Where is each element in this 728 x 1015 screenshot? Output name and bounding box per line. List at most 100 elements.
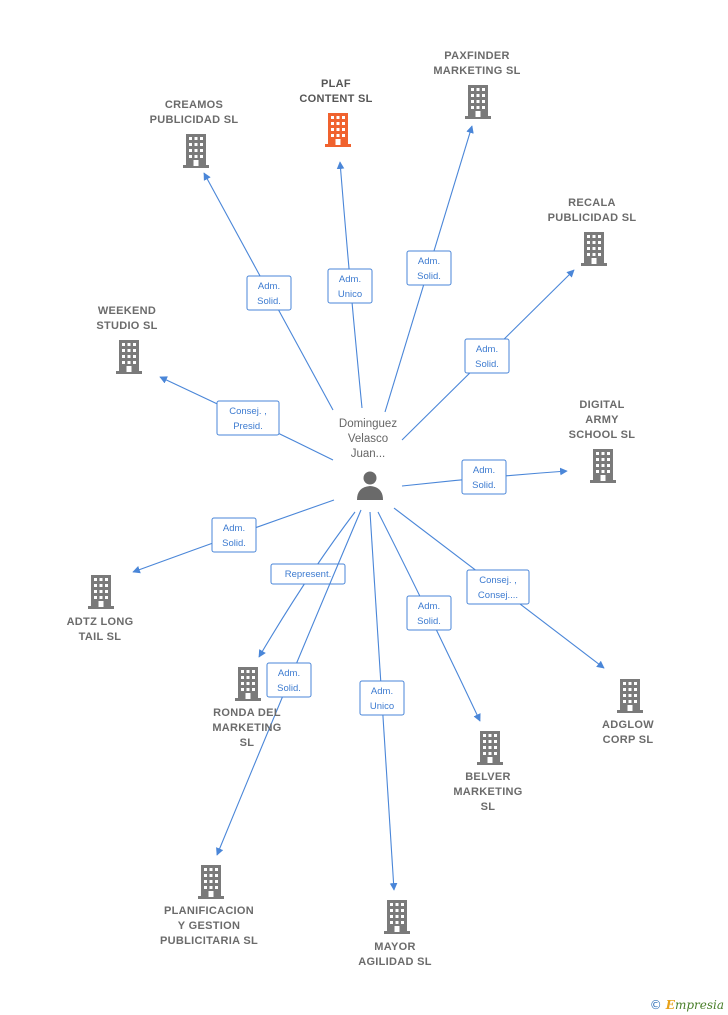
edge-label-text: Adm. [371,686,393,697]
edge-label-text: Adm. [418,601,440,612]
edge-label-box [246,275,292,311]
edge-label-text: Adm. [339,274,361,285]
edge-label[interactable]: Adm.Unico [327,268,373,304]
edge-label-text: Consej.... [478,590,518,601]
company-node-belver[interactable]: BELVER MARKETING SL [453,731,522,813]
edge-plaf: Adm.Unico [327,161,373,409]
edge-label-text: Unico [370,701,394,712]
company-name-line: TAIL SL [79,631,122,643]
edge-label[interactable]: Adm.Solid. [246,275,292,311]
person-name-line: Velasco [348,433,388,445]
edge-label-text: Solid. [277,683,301,694]
company-node-digital[interactable]: DIGITAL ARMY SCHOOL SL [569,399,636,483]
person-icon [357,471,383,500]
edge-label-text: Solid. [417,271,441,282]
edge-label-text: Presid. [233,421,263,432]
edges-layer: Adm. Solid. Adm. Unico Adm. Solid. Adm. Solid. C… [132,125,605,891]
company-name-line: ADTZ LONG [67,616,134,628]
company-name-line: SL [481,801,496,813]
edge-creamos: Adm.Solid. [203,172,334,411]
edge-label[interactable]: Adm. Solid. [464,338,510,374]
company-node-weekend[interactable]: WEEKEND STUDIO SL [96,305,157,374]
company-node-recala[interactable]: RECALA PUBLICIDAD SL [548,197,637,266]
edge-label[interactable]: Represent. [270,563,346,585]
edge-ronda: Represent. [258,511,356,658]
company-name-line: SL [240,737,255,749]
edge-label-text: Adm. [473,465,495,476]
company-name-line: ARMY [585,414,619,426]
company-name-line: Y GESTION [178,920,240,932]
edge-label-box [211,517,257,553]
edge-weekend: Consej. ,Presid. [159,376,334,461]
edge-label-box [270,563,346,585]
edge-label-text: Solid. [472,480,496,491]
company-name-line: STUDIO SL [96,320,157,332]
edge-adglow: Consej. , Consej.... [393,507,605,669]
company-name-line: MARKETING [212,722,281,734]
company-name-line: PLAF [321,78,351,90]
edge-label[interactable]: Adm. Solid. [461,459,507,495]
copyright-symbol: © [649,998,662,1012]
edge-label-text: Consej. , [479,575,517,586]
edge-label-box [359,680,405,716]
person-node[interactable]: DominguezVelascoJuan... [339,418,397,500]
building-icon [325,113,351,147]
company-name-line: MARKETING [453,786,522,798]
building-icon [116,340,142,374]
edge-label-box [327,268,373,304]
edge-label-box [466,569,530,605]
edge-label[interactable]: Adm. Solid. [406,595,452,631]
edge-label[interactable]: Adm. Solid. [211,517,257,553]
company-name-line: SCHOOL SL [569,429,636,441]
edge-label[interactable]: Adm. Solid. [266,662,312,698]
edge-label-box [461,459,507,495]
edge-label-text: Solid. [475,359,499,370]
building-icon [617,679,643,713]
company-name-line: PAXFINDER [444,50,509,62]
edge-adtz: Adm. Solid. [132,499,335,574]
edge-label-text: Adm. [278,668,300,679]
edge-label[interactable]: Consej. , Consej.... [466,569,530,605]
building-icon [477,731,503,765]
edge-planificacion: Adm. Solid. [216,509,362,856]
company-name-line: AGILIDAD SL [358,956,432,968]
company-name-line: WEEKEND [98,305,156,317]
company-name-line: PUBLICIDAD SL [548,212,637,224]
edge-label[interactable]: Adm. Unico [359,680,405,716]
building-icon [465,85,491,119]
company-name-line: DIGITAL [579,399,624,411]
edge-mayor: Adm. Unico [359,511,405,891]
edge-label-text: Adm. [223,523,245,534]
edge-recala: Adm. Solid. [401,269,575,441]
company-node-plaf[interactable]: PLAF CONTENT SL [299,78,372,147]
company-name-line: CORP SL [603,734,654,746]
building-icon [183,134,209,168]
company-name-line: PUBLICITARIA SL [160,935,258,947]
edge-label-text: Solid. [222,538,246,549]
company-name-line: RECALA [568,197,616,209]
company-name-line: CONTENT SL [299,93,372,105]
company-node-ronda[interactable]: RONDA DEL MARKETING SL [212,667,281,749]
person-name-line: Dominguez [339,418,397,430]
building-icon [384,900,410,934]
edge-label-text: Solid. [417,616,441,627]
company-name-line: PUBLICIDAD SL [150,114,239,126]
company-node-adtz[interactable]: ADTZ LONG TAIL SL [67,575,134,643]
building-icon [581,232,607,266]
edge-label-text: Represent. [285,569,331,580]
edge-label[interactable]: Adm.Solid. [406,250,452,286]
building-icon [198,865,224,899]
edge-paxfinder: Adm.Solid. [384,125,474,413]
brand-watermark: ©Empresia [650,998,724,1012]
company-name-line: BELVER [465,771,511,783]
company-name-line: RONDA DEL [213,707,281,719]
edge-label[interactable]: Consej. ,Presid. [216,400,280,436]
edge-label-text: Adm. [476,344,498,355]
